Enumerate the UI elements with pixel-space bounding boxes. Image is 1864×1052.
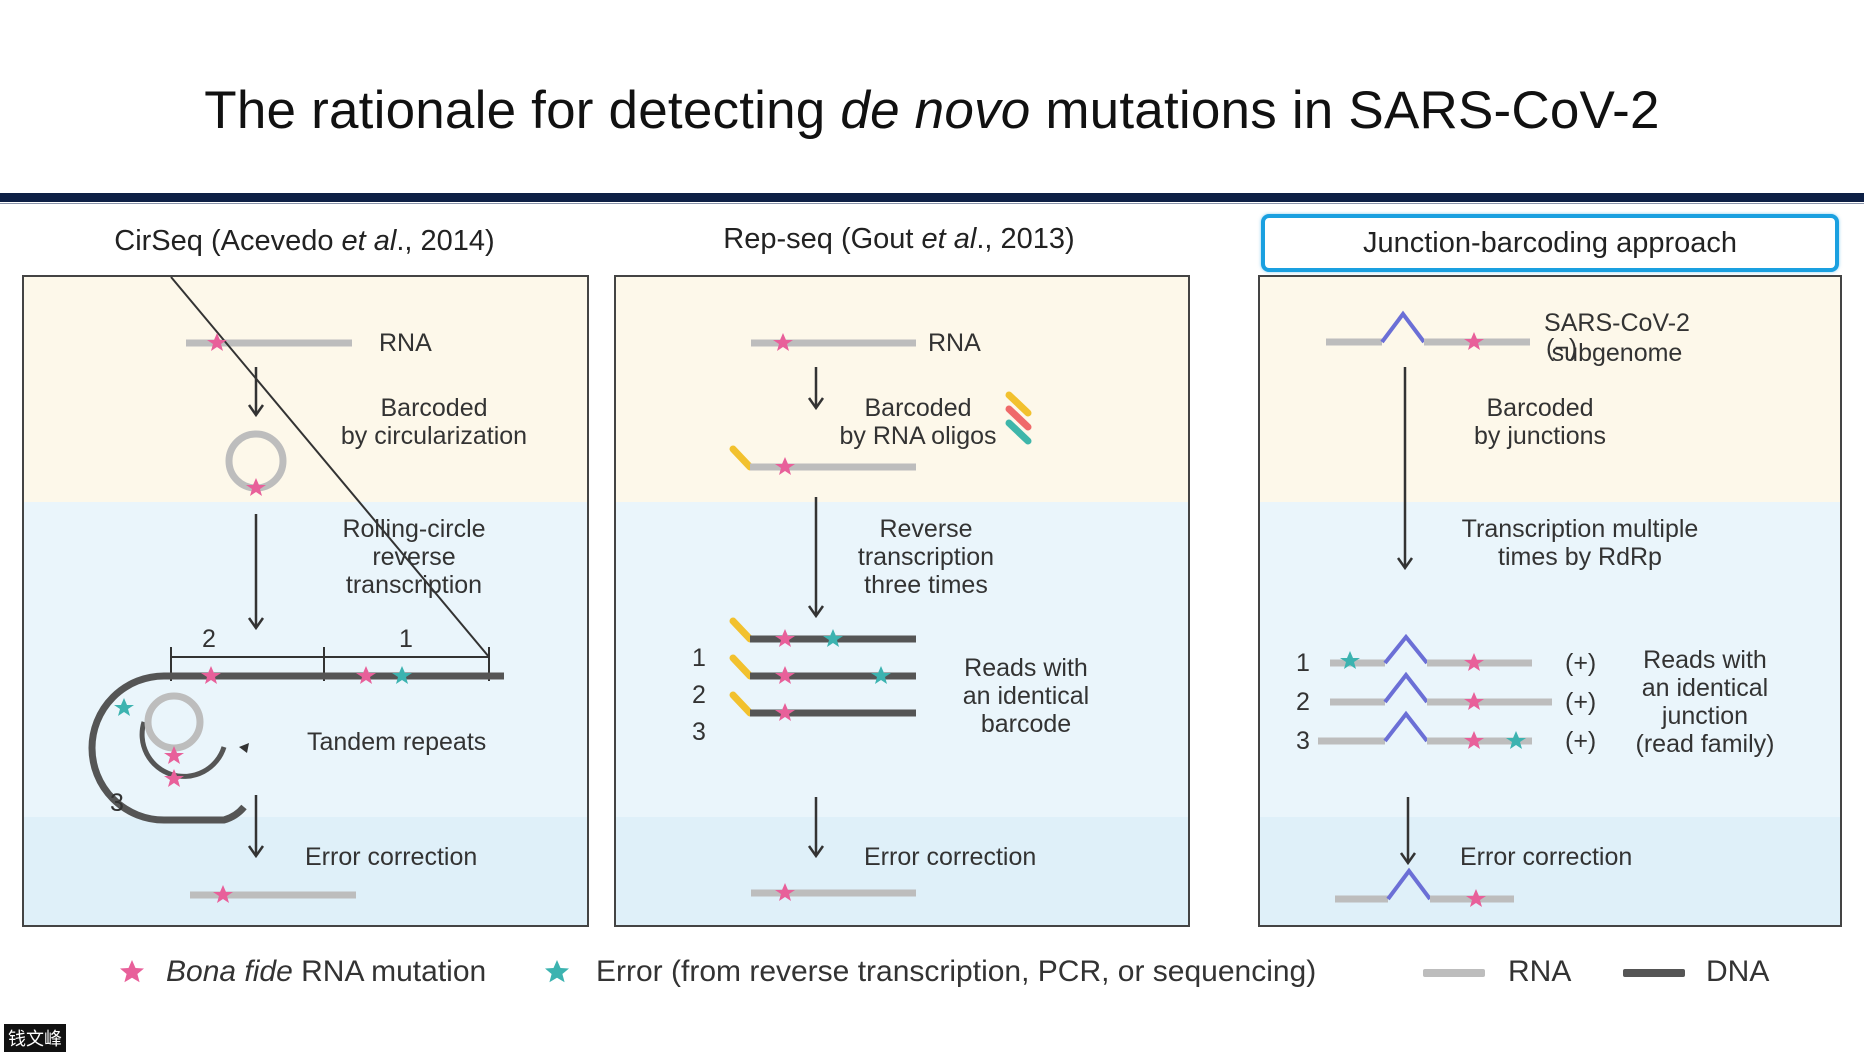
- cirseq-spiral-arrowhead: [239, 743, 249, 753]
- junction-reads-label-2: an identical: [1641, 674, 1769, 702]
- repseq-error-stars: [823, 629, 891, 684]
- cirseq-panel: RNA Barcoded by circularization Rolling-…: [22, 275, 589, 927]
- repseq-reads-label-1: Reads with: [964, 654, 1088, 682]
- cirseq-tandem-label: Tandem repeats: [307, 728, 487, 756]
- junction-read-family: [1318, 633, 1552, 745]
- legend-dna-swatch: [1623, 969, 1685, 977]
- cirseq-barcoded-label-2: by circularization: [340, 422, 528, 450]
- repseq-reads-label-2: an identical: [962, 682, 1090, 710]
- bona-fide-star-icon: [120, 960, 144, 983]
- legend-rna-swatch: [1423, 969, 1485, 977]
- repseq-heading-end: ., 2013): [976, 223, 1075, 255]
- cirseq-repeat-3: 3: [110, 789, 124, 817]
- title-text-end: mutations in SARS-CoV-2: [1030, 81, 1660, 140]
- cirseq-diagram: [88, 277, 504, 903]
- legend-rna: RNA: [1508, 955, 1572, 988]
- repseq-read-2: 2: [692, 681, 706, 709]
- cirseq-repeat-ruler: [170, 277, 490, 658]
- legend-bona-fide: Bona fide RNA mutation: [166, 955, 486, 989]
- repseq-heading: Rep-seq (Gout et al., 2013): [614, 223, 1184, 256]
- cirseq-heading: CirSeq (Acevedo et al., 2014): [22, 225, 587, 258]
- watermark: 钱文峰: [4, 1024, 66, 1052]
- junction-reads-label-4: (read family): [1635, 730, 1775, 758]
- junction-reads-label-3: junction: [1661, 702, 1749, 730]
- repseq-error-correction-label: Error correction: [864, 843, 1037, 871]
- cirseq-correction-band: [24, 817, 587, 925]
- cirseq-rc-label-2: reverse: [372, 543, 456, 571]
- junction-transcription-label-1: Transcription multiple: [1461, 515, 1699, 543]
- junction-read-2: 2: [1296, 688, 1310, 716]
- repseq-reads: [729, 617, 916, 717]
- junction-correction-band: [1260, 817, 1840, 925]
- junction-transcription-label-2: times by RdRp: [1498, 543, 1662, 571]
- title-text-start: The rationale for detecting: [204, 81, 841, 140]
- junction-error-correction-label: Error correction: [1460, 843, 1633, 871]
- legend-bona-fide-rest: RNA mutation: [292, 955, 487, 988]
- cirseq-barcoded-label-1: Barcoded: [380, 394, 488, 422]
- repseq-read-1: 1: [692, 644, 706, 672]
- cirseq-error-stars: [114, 666, 412, 716]
- cirseq-rna-label: RNA: [379, 329, 432, 357]
- repseq-rt-label-1: Reverse: [879, 515, 973, 543]
- junction-barcoded-label-1: Barcoded: [1486, 394, 1594, 422]
- cirseq-repeat-1: 1: [399, 625, 413, 653]
- legend-bona-fide-italic: Bona fide: [166, 955, 293, 988]
- title-text-italic: de novo: [840, 81, 1031, 140]
- repseq-transcription-band: [616, 502, 1188, 817]
- cirseq-template-circle: [144, 692, 204, 752]
- title-divider-thin: [0, 203, 1864, 204]
- cirseq-heading-end: ., 2014): [396, 225, 495, 257]
- legend-error: Error (from reverse transcription, PCR, …: [596, 955, 1317, 988]
- junction-barcoded-label-2: by junctions: [1473, 422, 1607, 450]
- junction-plus-1: (+): [1565, 649, 1597, 677]
- repseq-rt-label-2: transcription: [857, 543, 995, 571]
- repseq-barcoded-label-1: Barcoded: [864, 394, 972, 422]
- cirseq-barcoding-band: [24, 277, 587, 502]
- junction-read-3: 3: [1296, 727, 1310, 755]
- cirseq-rc-label-3: transcription: [345, 571, 483, 599]
- junction-read-1: 1: [1296, 649, 1310, 677]
- error-star-icon: [545, 960, 569, 983]
- cirseq-dna-spiral-outer: [88, 672, 247, 824]
- repseq-rna-oligos: [1005, 391, 1032, 445]
- junction-corrected-rna: [1335, 867, 1514, 903]
- junction-bona-fide-stars: [1464, 332, 1486, 907]
- legend-dna: DNA: [1706, 955, 1770, 988]
- cirseq-rc-label-1: Rolling-circle: [342, 515, 486, 543]
- junction-heading: Junction-barcoding approach: [1261, 214, 1839, 272]
- repseq-bona-fide-stars: [773, 333, 795, 901]
- junction-plus-3: (+): [1565, 727, 1597, 755]
- title-divider: [0, 193, 1864, 202]
- repseq-correction-band: [616, 817, 1188, 925]
- cirseq-heading-italic: et al: [341, 225, 397, 257]
- repseq-rna-label: RNA: [928, 329, 981, 357]
- junction-plus-2: (+): [1565, 688, 1597, 716]
- junction-panel: SARS-CoV-2 subgenome (−) Barcoded by jun…: [1258, 275, 1842, 927]
- repseq-reads-label-3: barcode: [980, 710, 1072, 738]
- junction-error-stars: [1340, 651, 1526, 749]
- cirseq-bona-fide-stars: [164, 333, 376, 903]
- junction-diagram: [1318, 310, 1552, 907]
- junction-barcoding-band: [1260, 277, 1840, 502]
- repseq-panel: RNA Barcoded by RNA oligos Reverse trans…: [614, 275, 1190, 927]
- repseq-barcode-oligo: [729, 445, 754, 471]
- cirseq-transcription-band: [24, 502, 587, 817]
- junction-reads-label-1: Reads with: [1643, 646, 1767, 674]
- repseq-diagram: [729, 333, 1032, 901]
- repseq-rt-label-3: three times: [864, 571, 988, 599]
- cirseq-heading-start: CirSeq (Acevedo: [114, 225, 342, 257]
- junction-minus-strand: (−): [1546, 334, 1578, 362]
- repseq-heading-italic: et al: [921, 223, 977, 255]
- slide-title: The rationale for detecting de novo muta…: [0, 80, 1864, 141]
- repseq-heading-start: Rep-seq (Gout: [723, 223, 922, 255]
- repseq-barcoded-label-2: by RNA oligos: [839, 422, 997, 450]
- repseq-read-3: 3: [692, 718, 706, 746]
- cirseq-dna-spiral-inner: [139, 721, 227, 779]
- cirseq-repeat-2: 2: [202, 625, 216, 653]
- cirseq-error-correction-label: Error correction: [305, 843, 478, 871]
- junction-subgenome: [1326, 310, 1530, 346]
- junction-subgenome-label-2: subgenome: [1551, 339, 1683, 367]
- junction-subgenome-label-1: SARS-CoV-2: [1544, 309, 1690, 337]
